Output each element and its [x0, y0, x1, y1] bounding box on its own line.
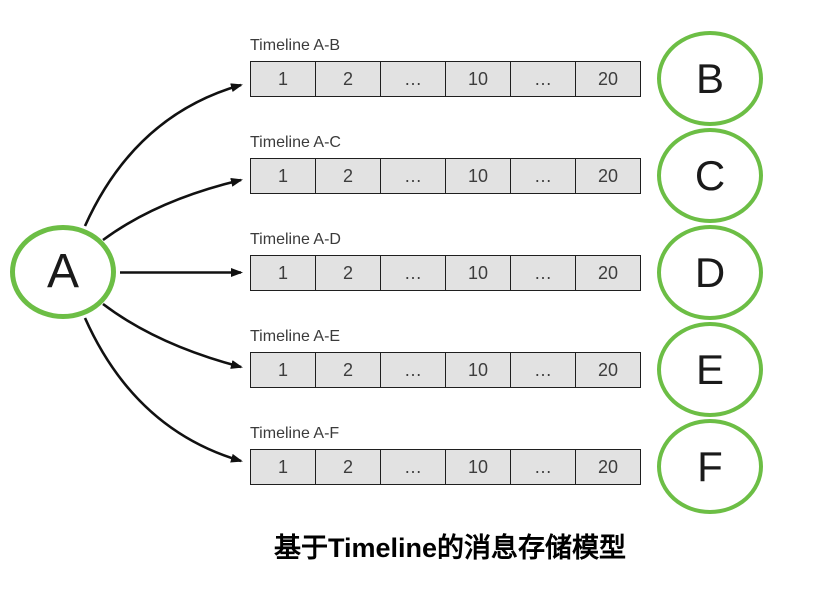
- timeline-cell: 2: [316, 450, 381, 484]
- timeline-cell: …: [511, 450, 576, 484]
- timeline-cell: 1: [251, 353, 316, 387]
- timeline-label: Timeline A-F: [250, 425, 340, 442]
- node-e: E: [657, 322, 763, 417]
- timeline-row-a-b: Timeline A-B 1 2 … 10 … 20: [250, 36, 641, 97]
- timeline-cell: 20: [576, 353, 640, 387]
- timeline-row-a-d: Timeline A-D 1 2 … 10 … 20: [250, 230, 641, 291]
- timeline-cells: 1 2 … 10 … 20: [250, 158, 641, 194]
- timeline-label: Timeline A-E: [250, 328, 341, 345]
- timeline-cell: 10: [446, 353, 511, 387]
- timeline-cell: 10: [446, 256, 511, 290]
- timeline-row-a-c: Timeline A-C 1 2 … 10 … 20: [250, 133, 641, 194]
- arrow-a-to-f: [83, 317, 243, 463]
- timeline-label: Timeline A-C: [250, 134, 341, 151]
- timeline-cell: 1: [251, 159, 316, 193]
- timeline-cell: 20: [576, 62, 640, 96]
- timeline-cells: 1 2 … 10 … 20: [250, 255, 641, 291]
- timeline-cells: 1 2 … 10 … 20: [250, 61, 641, 97]
- arrow-a-to-b: [83, 83, 243, 227]
- node-a: A: [10, 225, 116, 319]
- timeline-cell: 1: [251, 256, 316, 290]
- timeline-cell: 10: [446, 159, 511, 193]
- timeline-cell: …: [511, 256, 576, 290]
- timeline-row-a-e: Timeline A-E 1 2 … 10 … 20: [250, 327, 641, 388]
- timeline-cell: 10: [446, 450, 511, 484]
- timeline-cell: 2: [316, 159, 381, 193]
- timeline-cell: …: [511, 353, 576, 387]
- timeline-cells: 1 2 … 10 … 20: [250, 352, 641, 388]
- timeline-label: Timeline A-D: [250, 231, 341, 248]
- timeline-cell: …: [511, 159, 576, 193]
- timeline-cell: 1: [251, 62, 316, 96]
- timeline-cell: …: [381, 256, 446, 290]
- arrow-a-to-e: [102, 302, 243, 369]
- node-f: F: [657, 419, 763, 514]
- timeline-cell: …: [381, 159, 446, 193]
- timeline-cell: 10: [446, 62, 511, 96]
- timeline-label: Timeline A-B: [250, 37, 341, 54]
- timeline-cell: …: [511, 62, 576, 96]
- node-d: D: [657, 225, 763, 320]
- timeline-cell: …: [381, 353, 446, 387]
- timeline-cells: 1 2 … 10 … 20: [250, 449, 641, 485]
- timeline-cell: 2: [316, 62, 381, 96]
- timeline-cell: …: [381, 450, 446, 484]
- timeline-cell: 2: [316, 353, 381, 387]
- diagram-caption: 基于Timeline的消息存储模型: [273, 533, 627, 563]
- timeline-cell: 20: [576, 450, 640, 484]
- node-b: B: [657, 31, 763, 126]
- timeline-cell: 20: [576, 159, 640, 193]
- timeline-cell: …: [381, 62, 446, 96]
- timeline-cell: 20: [576, 256, 640, 290]
- node-c: C: [657, 128, 763, 223]
- timeline-row-a-f: Timeline A-F 1 2 … 10 … 20: [250, 424, 641, 485]
- timeline-cell: 1: [251, 450, 316, 484]
- arrow-a-to-c: [102, 177, 243, 242]
- timeline-cell: 2: [316, 256, 381, 290]
